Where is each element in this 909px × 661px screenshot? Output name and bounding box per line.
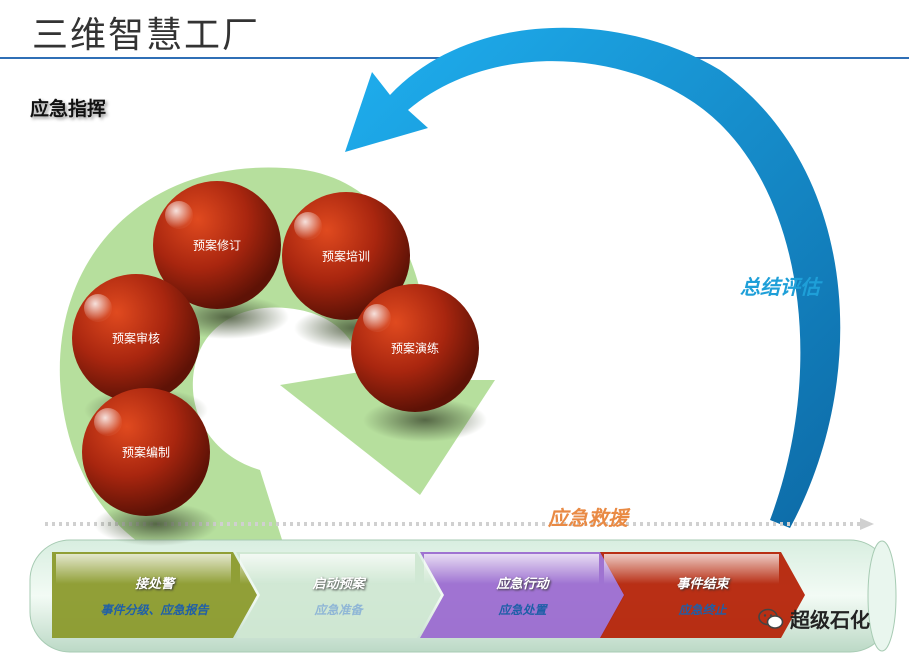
- return-arrow: [345, 27, 841, 529]
- process-chevrons: [52, 552, 805, 638]
- chevron-gloss: [56, 554, 231, 584]
- ball-highlight: [165, 201, 193, 229]
- chevron-title: 接处警: [134, 577, 174, 592]
- chevron-gloss: [604, 554, 779, 584]
- chevron-title: 应急行动: [496, 577, 549, 592]
- chevron-title: 启动预案: [312, 577, 365, 592]
- ball-shadow: [94, 502, 218, 546]
- ball-highlight: [84, 294, 112, 322]
- ball-label: 预案审核: [111, 331, 160, 346]
- chevron-subtitle: 事件分级、应急报告: [100, 603, 209, 617]
- ball-label: 预案演练: [390, 341, 439, 356]
- ball-label: 预案编制: [121, 445, 170, 460]
- brand-watermark: 超级石化: [758, 604, 870, 633]
- rescue-label: 应急救援: [548, 506, 628, 530]
- chevron-subtitle: 应急终止: [678, 603, 727, 617]
- wechat-icon: [758, 608, 784, 629]
- ball-highlight: [94, 408, 122, 436]
- ball-label: 预案培训: [321, 249, 370, 264]
- ball-highlight: [294, 212, 322, 240]
- chevron-gloss: [240, 554, 415, 584]
- ball-shadow: [363, 398, 487, 442]
- chevron-subtitle: 应急准备: [314, 603, 363, 617]
- chevron-subtitle: 应急处置: [498, 603, 547, 617]
- cycle-balls: [72, 181, 487, 546]
- ball-highlight: [363, 304, 391, 332]
- page-title: 三维智慧工厂: [32, 15, 261, 56]
- chevron-title: 事件结束: [676, 577, 729, 592]
- brand-name: 超级石化: [790, 608, 870, 632]
- summary-label: 总结评估: [740, 275, 820, 299]
- chevron-gloss: [424, 554, 599, 584]
- ball-label: 预案修订: [192, 238, 241, 253]
- section-title: 应急指挥: [30, 98, 107, 120]
